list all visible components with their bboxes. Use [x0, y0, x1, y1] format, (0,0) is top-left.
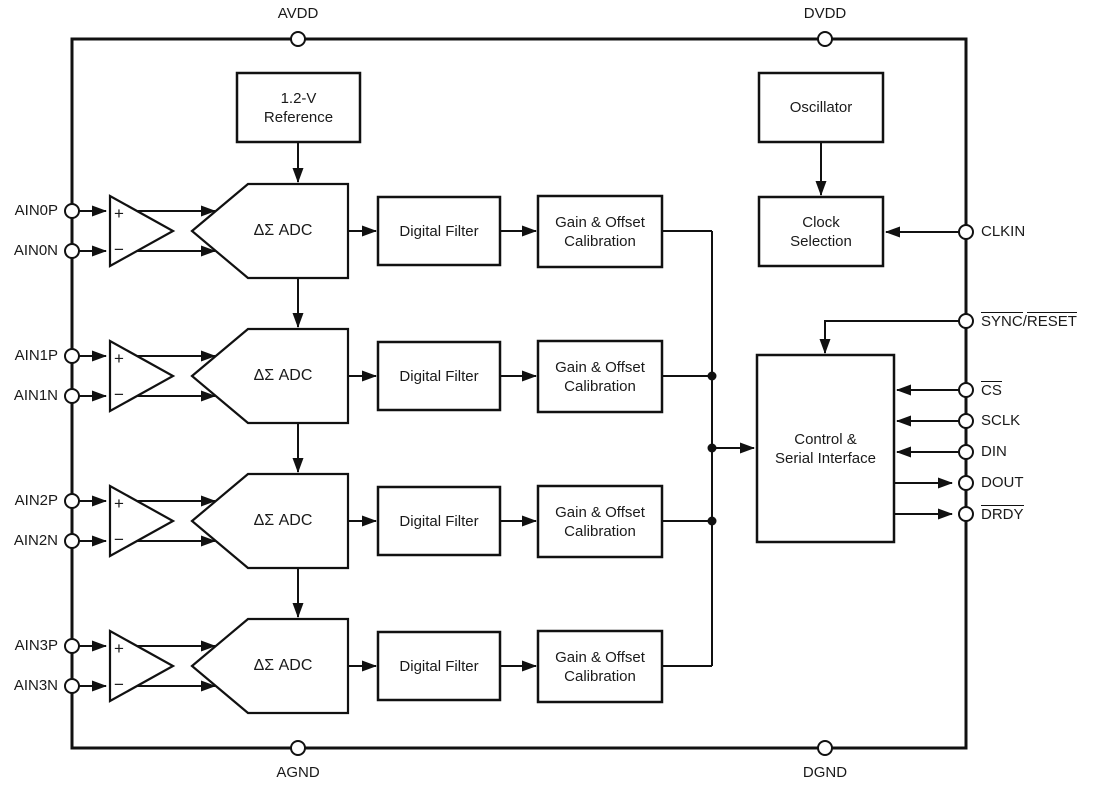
pin-clkin: [958, 224, 974, 240]
amp3-minus-label: −: [114, 675, 124, 694]
reference-line1: 1.2-V: [280, 89, 317, 107]
pin-label-dvdd: DVDD: [803, 5, 847, 22]
pin-label-ain2p: AIN2P: [14, 492, 58, 509]
pin-label-cs: CS: [981, 381, 1002, 399]
pin-label-clkin: CLKIN: [981, 223, 1026, 240]
amp0-minus-label: −: [114, 240, 124, 259]
pin-cs: [958, 382, 974, 398]
amp1-plus-label: +: [114, 349, 124, 368]
cal1-line2: Calibration: [564, 377, 636, 395]
control-serial-interface-box: [755, 353, 896, 544]
adc2-label: ΔΣ ADC: [253, 512, 313, 529]
pin-dvdd: [817, 31, 833, 47]
amp1-minus-label: −: [114, 385, 124, 404]
cal0-line2: Calibration: [564, 232, 636, 250]
pin-dout: [958, 475, 974, 491]
pin-ain3p: [64, 638, 80, 654]
pin-label-ain3n: AIN3N: [13, 677, 58, 694]
amp2-plus-label: +: [114, 494, 124, 513]
pin-ain3n: [64, 678, 80, 694]
pin-label-dout: DOUT: [981, 474, 1024, 491]
pin-label-din: DIN: [981, 443, 1007, 460]
clock-selection-box: [757, 195, 885, 268]
sync-reset-wire: [819, 320, 959, 354]
reference-line2: Reference: [263, 108, 334, 126]
amp0-plus-label: +: [114, 204, 124, 223]
cal2-line2: Calibration: [564, 522, 636, 540]
pin-label-agnd: AGND: [276, 764, 320, 781]
pin-sclk: [958, 413, 974, 429]
clock-selection-line1: Clock: [802, 213, 840, 231]
adc3-label: ΔΣ ADC: [253, 657, 313, 674]
cal2-label: Gain & Offset Calibration: [538, 486, 662, 557]
filter2-label: Digital Filter: [378, 487, 500, 555]
amp3-plus-label: +: [114, 639, 124, 658]
filter1-label: Digital Filter: [378, 342, 500, 410]
adc0-label: ΔΣ ADC: [253, 222, 313, 239]
cal3-label: Gain & Offset Calibration: [538, 631, 662, 702]
pin-ain2n: [64, 533, 80, 549]
oscillator-box-label: Oscillator: [759, 73, 883, 142]
pin-ain0p: [64, 203, 80, 219]
cal3-line2: Calibration: [564, 667, 636, 685]
pin-sync-reset: [958, 313, 974, 329]
amp2-minus-label: −: [114, 530, 124, 549]
pin-avdd: [290, 31, 306, 47]
pin-ain0n: [64, 243, 80, 259]
pin-label-sync-reset: SYNC / RESET: [981, 312, 1077, 330]
filter3-label: Digital Filter: [378, 632, 500, 700]
filter2-text: Digital Filter: [399, 512, 479, 530]
filter0-text: Digital Filter: [399, 222, 479, 240]
control-line2: Serial Interface: [775, 449, 876, 467]
pin-drdy: [958, 506, 974, 522]
clock-selection-line2: Selection: [790, 232, 852, 250]
adc1-label: ΔΣ ADC: [253, 367, 313, 384]
cal3-line1: Gain & Offset: [555, 648, 645, 666]
cal1-line1: Gain & Offset: [555, 358, 645, 376]
pin-ain2p: [64, 493, 80, 509]
filter3-text: Digital Filter: [399, 657, 479, 675]
oscillator-line1: Oscillator: [789, 99, 853, 116]
pin-label-ain0n: AIN0N: [13, 242, 58, 259]
pin-label-ain2n: AIN2N: [13, 532, 58, 549]
control-line1: Control &: [794, 430, 857, 448]
pin-label-sclk: SCLK: [981, 412, 1021, 429]
pin-label-drdy: DRDY: [981, 505, 1024, 523]
pin-circles: [64, 31, 974, 756]
filter0-label: Digital Filter: [378, 197, 500, 265]
pin-ain1n: [64, 388, 80, 404]
filter1-text: Digital Filter: [399, 367, 479, 385]
pin-dgnd: [817, 740, 833, 756]
reference-box: [235, 71, 362, 144]
data-bus: [707, 231, 755, 666]
pin-ain1p: [64, 348, 80, 364]
cal0-label: Gain & Offset Calibration: [538, 196, 662, 267]
pin-label-dgnd: DGND: [802, 764, 848, 781]
cal0-line1: Gain & Offset: [555, 213, 645, 231]
cal1-label: Gain & Offset Calibration: [538, 341, 662, 412]
reference-box-label: 1.2-V Reference: [237, 73, 360, 142]
cal2-line1: Gain & Offset: [555, 503, 645, 521]
oscillator-box: [757, 71, 885, 144]
pin-label-avdd: AVDD: [277, 5, 319, 22]
pin-label-ain1n: AIN1N: [13, 387, 58, 404]
pin-din: [958, 444, 974, 460]
pin-agnd: [290, 740, 306, 756]
pin-label-ain1p: AIN1P: [14, 347, 58, 364]
pin-label-ain3p: AIN3P: [14, 637, 58, 654]
control-serial-interface-label: Control & Serial Interface: [757, 355, 894, 542]
pin-label-ain0p: AIN0P: [14, 202, 58, 219]
clock-selection-box-label: Clock Selection: [759, 197, 883, 266]
